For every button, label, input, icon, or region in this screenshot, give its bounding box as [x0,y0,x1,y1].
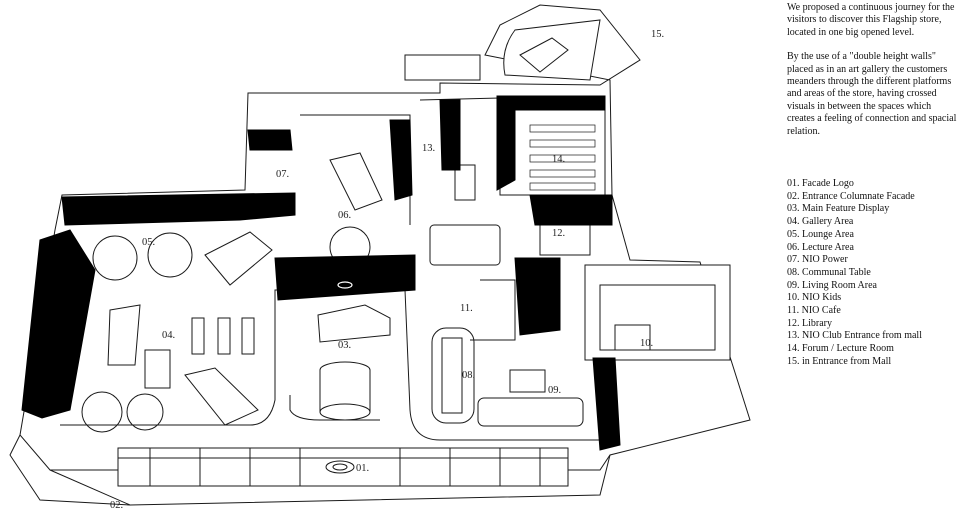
car-06 [329,152,383,211]
legend-item: 13. NIO Club Entrance from mall [787,330,922,342]
plan-label-01: 01. [356,463,369,474]
plan-label-13: 13. [422,143,435,154]
plan-label-02: 02. [110,500,123,511]
wall-lecture [389,119,413,201]
legend-item: 04. Gallery Area [787,216,854,228]
legend-item: 12. Library [787,317,832,329]
legend-item: 05. Lounge Area [787,228,854,240]
legend-item: 08. Communal Table [787,266,871,278]
plan-label-09: 09. [548,385,561,396]
plan-label-15: 15. [651,29,664,40]
facade-logo [325,460,355,474]
floor-outline [19,4,751,471]
legend-item: 10. NIO Kids [787,292,842,304]
wall-kids-side [592,357,621,451]
legend-item: 06. Lecture Area [787,241,854,253]
car-04b [184,367,259,426]
legend-item: 14. Forum / Lecture Room [787,343,894,355]
description-panel: We proposed a continuous journey for the… [787,2,957,150]
plan-label-08: 08. [462,370,475,381]
plan-label-06: 06. [338,210,351,221]
wall-club [439,99,461,171]
car-05 [204,231,273,286]
wall-nio-power [247,129,293,151]
wall-left-gallery [21,229,96,419]
nio-kids-room [584,264,731,361]
legend-item: 11. NIO Cafe [787,305,841,317]
car-04a [107,304,141,366]
slab-edge [9,434,611,506]
wall-cafe [514,257,561,336]
plan-label-03: 03. [338,340,351,351]
car-03 [317,304,391,343]
wall-back [61,192,296,226]
legend-item: 01. Facade Logo [787,178,854,189]
plan-label-11: 11. [460,303,473,314]
plan-label-05: 05. [142,237,155,248]
description-paragraph-2: By the use of a "double height walls" pl… [787,51,957,137]
floor-plan-drawing: 01. 02. 03. 04. 05. 06. 07. 08. 09. 10. … [9,4,751,511]
car-15 [519,37,569,73]
legend-item: 02. Entrance Columnate Facade [787,190,915,202]
description-paragraph-1: We proposed a continuous journey for the… [787,2,955,38]
legend-item: 03. Main Feature Display [787,203,890,215]
feature-display-wall [274,254,416,301]
plan-label-04: 04. [162,330,175,341]
plan-label-07: 07. [276,169,289,180]
wall-forum-top [496,95,606,191]
plan-label-12: 12. [552,228,565,239]
plan-label-10: 10. [640,338,653,349]
legend-item: 15. in Entrance from Mall [787,355,892,367]
legend-item: 09. Living Room Area [787,279,877,291]
plan-label-14: 14. [552,154,565,165]
legend-item: 07. NIO Power [787,254,848,266]
wall-forum-bottom [529,194,613,226]
